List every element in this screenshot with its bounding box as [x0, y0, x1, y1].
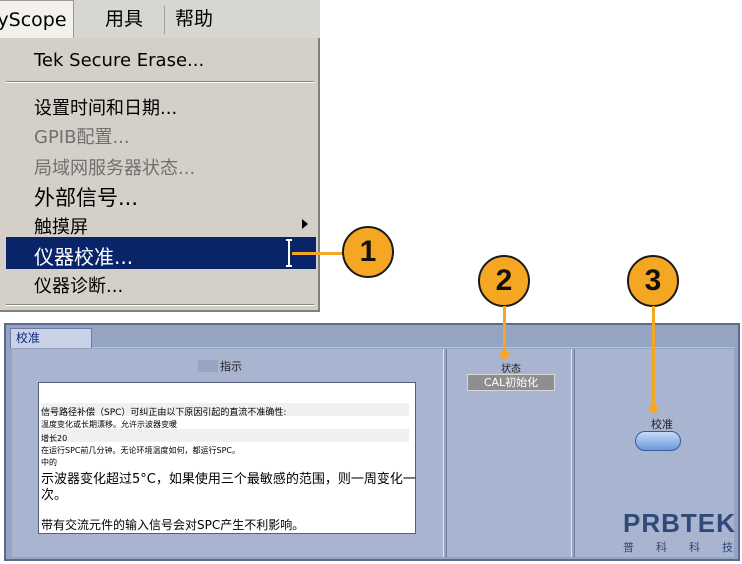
- instructions-text: 信号路径补偿（SPC）可纠正由以下原因引起的直流不准确性: 温度变化或长期漂移。…: [38, 382, 416, 534]
- menu-item-label: 仪器校准...: [34, 245, 134, 269]
- logo-text: PRBTEK: [623, 508, 736, 538]
- instruction-line: 温度变化或长期漂移。允许示波器变暖: [41, 420, 177, 429]
- callout-2-leader: [503, 306, 506, 352]
- menu-bar: yScope 用具 帮助: [0, 0, 320, 39]
- instruction-line: 次。: [41, 488, 68, 503]
- status-label: 状态: [501, 364, 521, 375]
- menu-utilities[interactable]: 用具: [104, 8, 143, 30]
- callout-3-dot: [649, 404, 658, 413]
- callout-3-leader: [652, 306, 655, 406]
- callout-1: 1: [342, 226, 394, 278]
- ibeam-cursor-icon: [286, 239, 292, 267]
- status-section: 状态 CAL初始化: [446, 349, 572, 557]
- tab-calibration[interactable]: 校准: [10, 328, 92, 348]
- callout-2: 2: [478, 255, 530, 307]
- menu-divider: [6, 81, 314, 83]
- utilities-dropdown: Tek Secure Erase... 设置时间和日期... GPIB配置...…: [0, 38, 320, 312]
- callout-3: 3: [627, 255, 679, 307]
- calibration-panel: 校准 指示 信号路径补偿（SPC）可纠正由以下原因引起的直流不准确性: 温度变化…: [4, 323, 740, 561]
- text-highlight: [41, 403, 409, 416]
- menu-scope[interactable]: yScope: [0, 0, 74, 38]
- menu-item-gpib-config[interactable]: GPIB配置...: [34, 127, 130, 148]
- text-highlight: [41, 429, 409, 442]
- instruction-line: 示波器变化超过5°C，如果使用三个最敏感的范围，则一周变化一: [41, 472, 416, 487]
- menu-separator: [164, 6, 165, 34]
- menu-item-instrument-diagnostics[interactable]: 仪器诊断...: [34, 276, 124, 297]
- menu-item-external-signals[interactable]: 外部信号...: [34, 186, 139, 210]
- callout-2-dot: [500, 350, 509, 359]
- logo-subtext: 普科科技: [623, 541, 742, 554]
- menu-item-touch-screen[interactable]: 触摸屏: [34, 217, 88, 238]
- menu-item-tek-secure-erase[interactable]: Tek Secure Erase...: [34, 50, 205, 71]
- tab-divider: [92, 347, 734, 348]
- instructions-marker: [198, 360, 218, 372]
- callout-1-leader: [292, 252, 344, 255]
- instruction-line: 中的: [41, 458, 57, 467]
- prbtek-logo: PRBTEK 普科科技: [623, 508, 742, 555]
- instruction-line: 增长20: [41, 434, 68, 443]
- status-value: CAL初始化: [467, 374, 555, 391]
- menu-divider: [6, 304, 314, 306]
- menu-item-set-time-date[interactable]: 设置时间和日期...: [34, 98, 178, 119]
- instruction-line: 在运行SPC前几分钟。无论环境温度如何，都运行SPC。: [41, 446, 240, 455]
- submenu-arrow-icon: [302, 219, 308, 229]
- calibrate-label: 校准: [651, 418, 673, 431]
- menu-item-lan-server-status[interactable]: 局域网服务器状态...: [34, 158, 196, 179]
- menu-help[interactable]: 帮助: [174, 8, 213, 30]
- instruction-line: 信号路径补偿（SPC）可纠正由以下原因引起的直流不准确性:: [41, 408, 287, 418]
- instructions-section: 指示 信号路径补偿（SPC）可纠正由以下原因引起的直流不准确性: 温度变化或长期…: [12, 349, 444, 557]
- instructions-label: 指示: [220, 360, 242, 373]
- menu-item-instrument-calibration[interactable]: 仪器校准...: [6, 237, 316, 269]
- calibrate-button[interactable]: [635, 431, 681, 451]
- instruction-line: 带有交流元件的输入信号会对SPC产生不利影响。: [41, 518, 305, 532]
